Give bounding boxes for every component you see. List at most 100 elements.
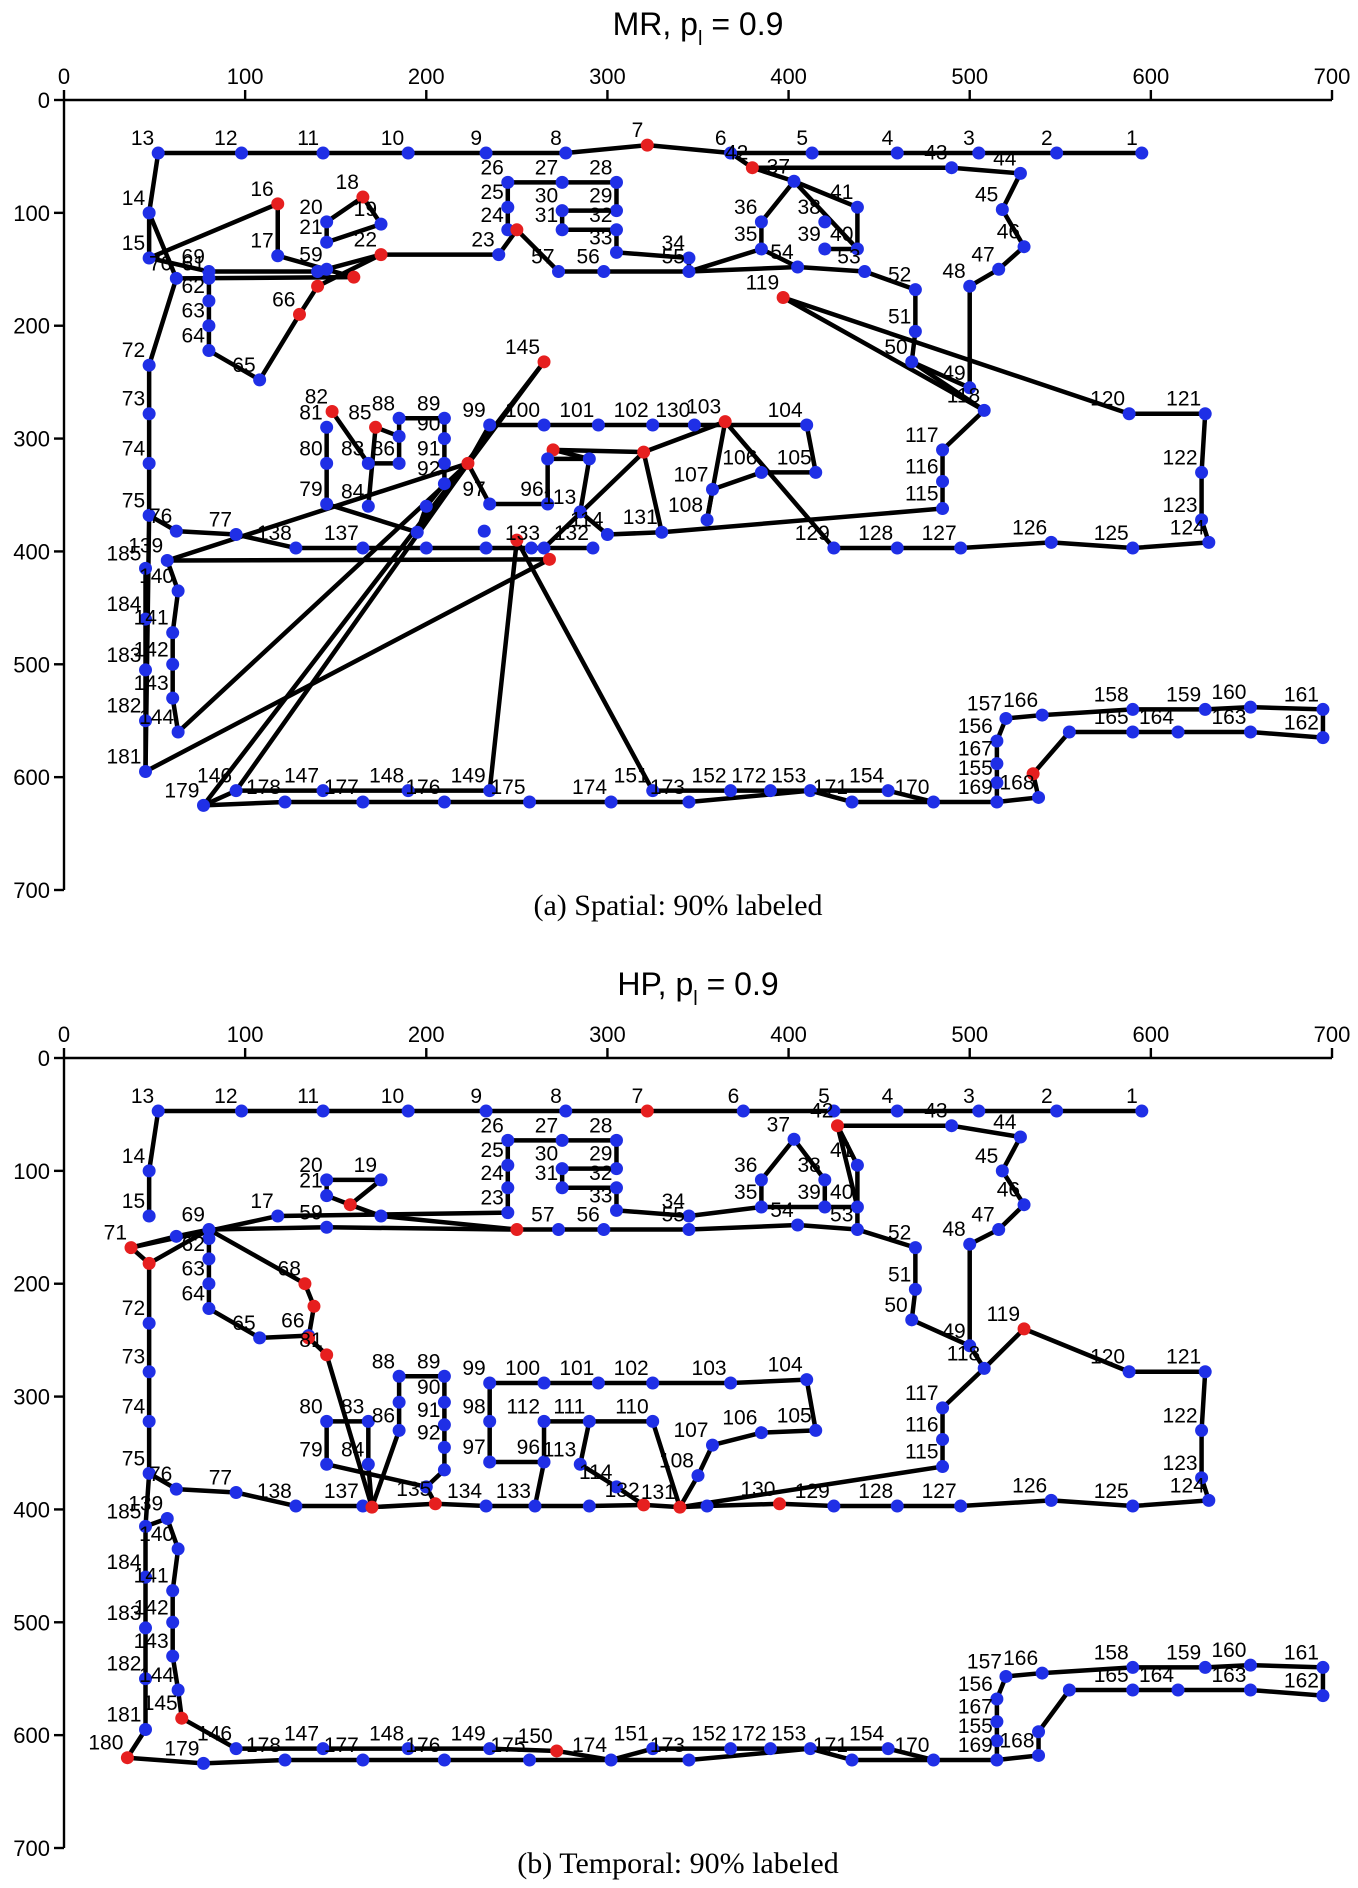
labeled-node <box>972 1104 986 1118</box>
node-label: 2 <box>1041 127 1053 150</box>
graph-edge <box>563 142 650 156</box>
node-label: 47 <box>971 1204 994 1227</box>
graph-edge <box>143 557 552 774</box>
graph-edge <box>143 1471 152 1529</box>
graph-edge <box>315 252 384 289</box>
labeled-node <box>999 711 1013 725</box>
labeled-node <box>483 1742 497 1756</box>
labeled-node <box>1035 708 1049 722</box>
node-label: 171 <box>813 1734 848 1757</box>
unlabeled-node <box>374 248 388 262</box>
graph-edge <box>324 501 420 535</box>
node-label: 55 <box>662 1204 685 1227</box>
graph-edge <box>550 447 646 455</box>
node-label: 24 <box>480 1162 504 1185</box>
node-label: 83 <box>341 1395 364 1418</box>
labeled-node <box>479 1104 493 1118</box>
figure-caption: (a) Spatial: 90% labeled <box>533 889 822 922</box>
graph-edge <box>174 1486 239 1495</box>
node-label: 166 <box>1003 1647 1038 1670</box>
node-label: 63 <box>182 300 205 323</box>
node-label: 124 <box>1170 1474 1205 1497</box>
labeled-node <box>1050 1104 1064 1118</box>
unlabeled-node <box>142 1256 156 1270</box>
labeled-node <box>1013 1130 1027 1144</box>
node-label: 70 <box>149 252 172 275</box>
node-label: 100 <box>505 399 540 422</box>
labeled-node <box>763 1742 777 1756</box>
node-label: 14 <box>122 187 146 210</box>
node-label: 101 <box>559 399 594 422</box>
y-tick-label: 400 <box>13 1497 50 1522</box>
labeled-node <box>586 541 600 555</box>
labeled-node <box>803 1742 817 1756</box>
node-label: 23 <box>480 1187 503 1210</box>
labeled-node <box>582 1414 596 1428</box>
node-label: 99 <box>462 1357 485 1380</box>
node-label: 157 <box>967 1650 1002 1673</box>
graph-edge <box>175 461 471 735</box>
labeled-node <box>501 200 515 214</box>
node-label: 6 <box>728 1085 740 1108</box>
labeled-node <box>990 1715 1004 1729</box>
unlabeled-node <box>347 270 361 284</box>
graph-edge <box>275 1210 511 1219</box>
labeled-node <box>754 465 768 479</box>
node-label: 47 <box>971 243 994 266</box>
labeled-node <box>724 784 738 798</box>
labeled-node <box>483 1414 497 1428</box>
labeled-node <box>437 1440 451 1454</box>
graph-edge <box>369 1501 438 1510</box>
node-label: 66 <box>272 288 295 311</box>
node-label: 152 <box>692 1723 727 1746</box>
node-label: 185 <box>106 1500 141 1523</box>
node-label: 138 <box>257 1480 292 1503</box>
labeled-node <box>1122 407 1136 421</box>
labeled-node <box>139 1672 153 1686</box>
node-label: 125 <box>1094 1480 1129 1503</box>
x-tick-label: 500 <box>951 1022 988 1047</box>
node-label: 135 <box>396 1478 431 1501</box>
graph-edge <box>1000 207 1027 249</box>
labeled-node <box>754 1173 768 1187</box>
labeled-node <box>992 1223 1006 1237</box>
labeled-node <box>604 1753 618 1767</box>
node-label: 57 <box>531 246 554 269</box>
node-label: 90 <box>417 413 440 436</box>
labeled-node <box>945 161 959 175</box>
labeled-node <box>229 1486 243 1499</box>
node-label: 117 <box>905 424 938 447</box>
labeled-node <box>229 784 243 798</box>
title-rest: = 0.9 <box>702 6 783 42</box>
node-label: 1 <box>1126 1085 1138 1108</box>
graph-edge <box>1036 1687 1072 1735</box>
node-label: 52 <box>888 264 911 287</box>
labeled-node <box>374 1173 388 1187</box>
node-label: 114 <box>579 1461 613 1484</box>
graph-edge <box>587 1502 646 1509</box>
node-label: 180 <box>88 1732 123 1755</box>
labeled-node <box>374 1209 388 1223</box>
node-label: 133 <box>505 522 540 545</box>
unlabeled-node <box>830 1119 844 1133</box>
unlabeled-node <box>640 1104 654 1118</box>
labeled-node <box>890 1499 904 1513</box>
node-label: 127 <box>922 1480 957 1503</box>
labeled-node <box>541 497 555 511</box>
graph-edge <box>728 1377 809 1386</box>
graph-edge <box>1048 1498 1135 1509</box>
labeled-node <box>881 784 895 798</box>
graph-edge <box>1202 1662 1253 1670</box>
labeled-node <box>320 215 334 229</box>
node-label: 164 <box>1139 1664 1174 1687</box>
labeled-node <box>754 215 768 229</box>
labeled-node <box>202 1232 216 1246</box>
x-tick-label: 500 <box>951 64 988 89</box>
title-main: HP, p <box>617 966 693 1002</box>
graph-edge <box>174 528 239 537</box>
labeled-node <box>501 1133 515 1147</box>
graph-edge <box>994 795 1041 805</box>
node-label: 26 <box>480 1114 503 1137</box>
